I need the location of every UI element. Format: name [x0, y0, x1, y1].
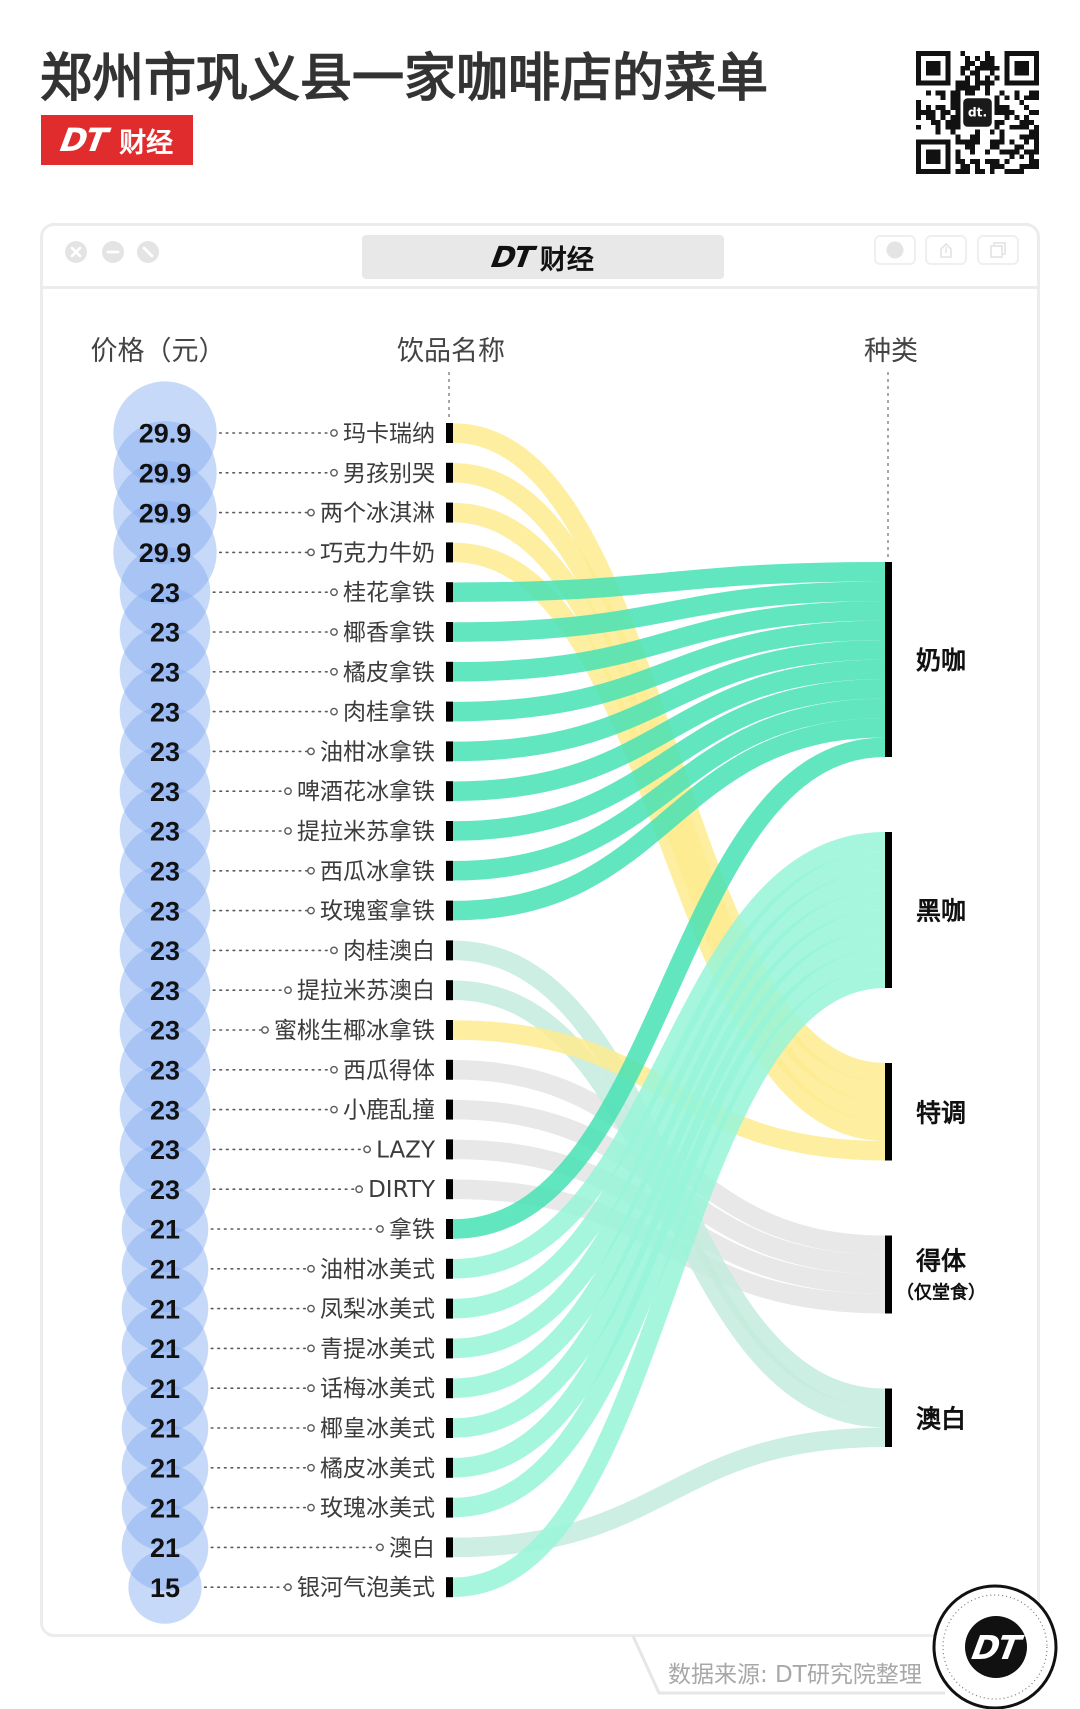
brand-badge: DT 财经 — [41, 115, 193, 165]
close-button[interactable] — [65, 241, 87, 263]
copy-icon — [990, 242, 1006, 258]
minimize-icon — [106, 250, 120, 254]
record-button[interactable] — [874, 235, 916, 265]
minimize-button[interactable] — [102, 241, 124, 263]
share-button[interactable] — [925, 235, 967, 265]
fullscreen-icon — [142, 246, 154, 258]
tab-logo-dt: DT — [489, 240, 535, 274]
window-titlebar: DT 财经 — [43, 226, 1037, 289]
fullscreen-button[interactable] — [137, 241, 159, 263]
close-icon — [70, 246, 82, 258]
brand-logo-cn: 财经 — [119, 127, 174, 159]
qr-logo-box — [963, 98, 992, 127]
footer-tab-outline — [631, 1635, 945, 1695]
share-icon — [940, 242, 952, 258]
qr-finder-bottom-left — [916, 139, 951, 174]
qr-code: dt. — [916, 51, 1039, 174]
copy-button[interactable] — [977, 235, 1019, 265]
app-window: DT 财经 — [40, 223, 1040, 1637]
page-title: 郑州市巩义县一家咖啡店的菜单 — [40, 49, 769, 109]
qr-finder-top-left — [916, 51, 951, 86]
data-source-note: 数据来源: DT研究院整理 — [668, 1662, 922, 1688]
tab-logo-cn: 财经 — [539, 244, 594, 276]
record-icon — [886, 241, 904, 259]
brand-logo-dt: DT — [57, 121, 109, 159]
qr-logo-text: dt. — [968, 105, 987, 119]
qr-finder-top-right — [1004, 51, 1039, 86]
window-title-tab: DT 财经 — [362, 235, 724, 279]
